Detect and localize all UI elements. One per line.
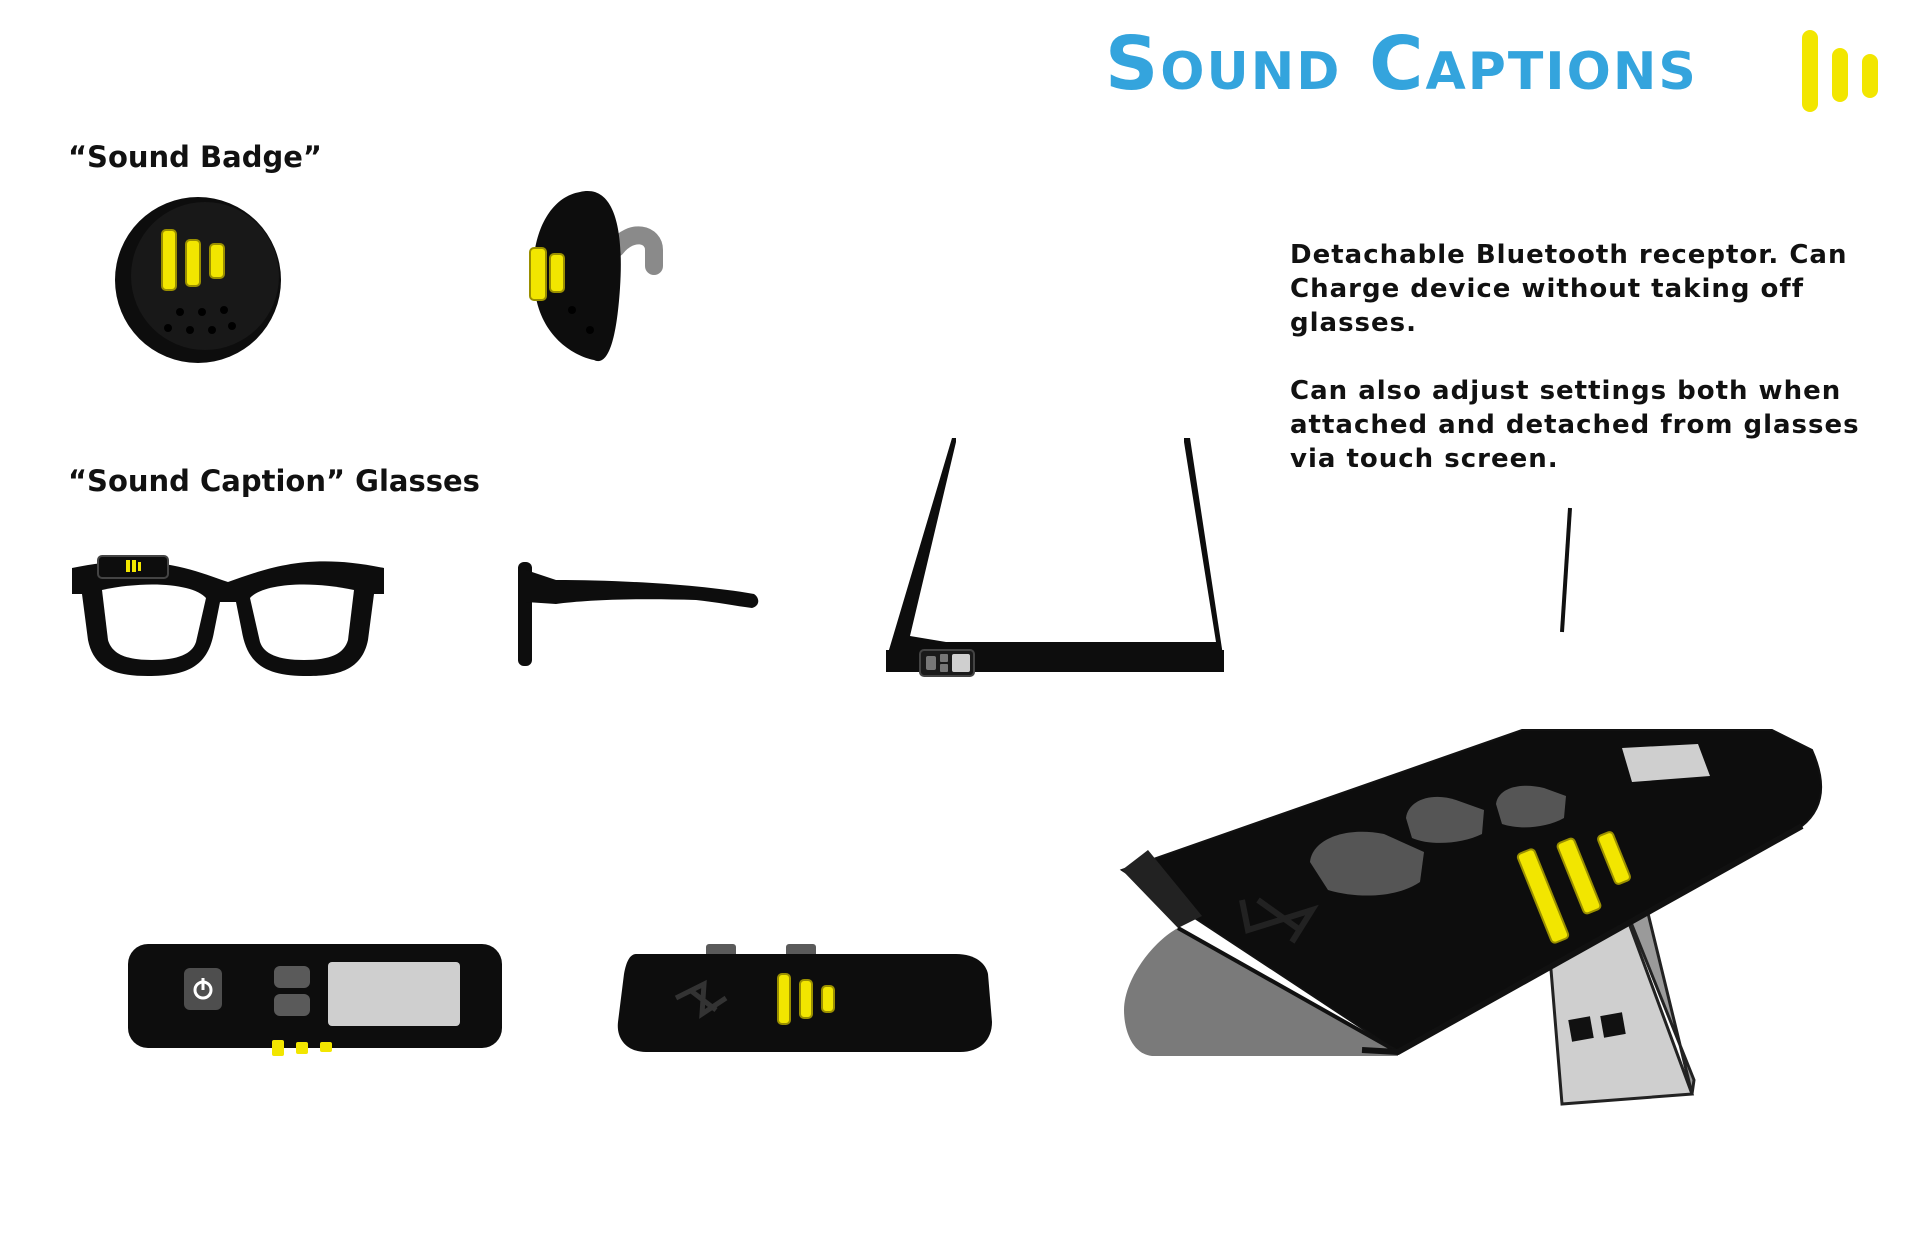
description-line: Charge device without taking off	[1290, 274, 1805, 304]
description-line: attached and detached from glasses	[1290, 410, 1860, 440]
glasses-top-view	[886, 438, 1224, 677]
description-line: glasses.	[1290, 308, 1418, 338]
badge-side-view	[529, 191, 663, 362]
description-line: Detachable Bluetooth receptor. Can	[1290, 240, 1848, 270]
leader-line	[1560, 507, 1572, 633]
sound-badge-heading: “Sound Badge”	[68, 140, 322, 174]
description-line: via touch screen.	[1290, 444, 1559, 474]
receptor-top-view	[128, 944, 502, 1056]
glasses-front-view	[72, 555, 384, 676]
receptor-usb-perspective	[1119, 729, 1823, 1106]
description-line: Can also adjust settings both when	[1290, 376, 1842, 406]
receptor-front-view	[617, 944, 992, 1052]
glasses-heading: “Sound Caption” Glasses	[68, 464, 480, 498]
settings-description: Can also adjust settings both when attac…	[1290, 374, 1860, 476]
glasses-side-view	[518, 562, 759, 666]
page-title: Sound Captions	[1105, 21, 1698, 107]
sound-bars-logo-icon	[1802, 30, 1878, 112]
badge-front-view	[115, 197, 281, 363]
receptor-description: Detachable Bluetooth receptor. Can Charg…	[1290, 238, 1847, 340]
